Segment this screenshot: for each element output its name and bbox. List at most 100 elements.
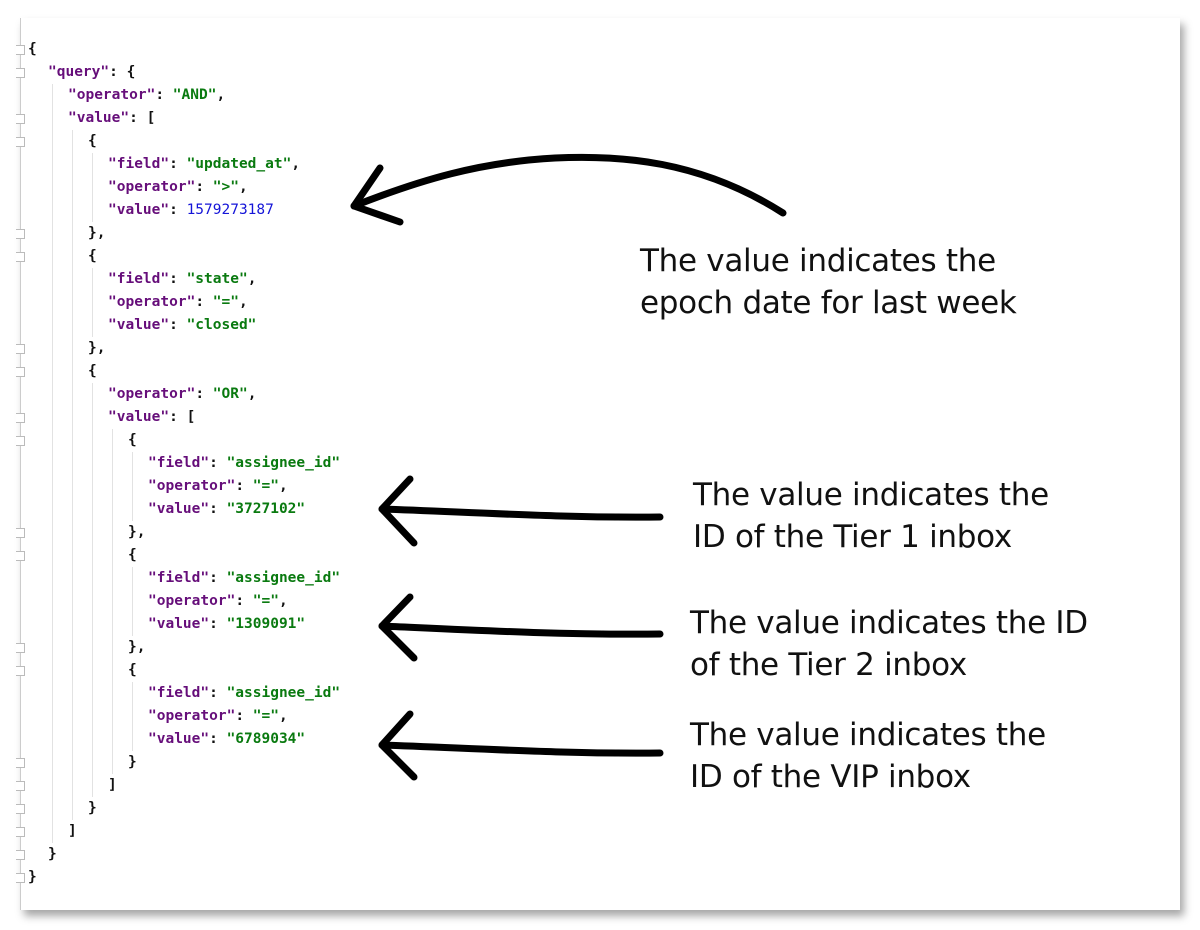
code-line: "query": { xyxy=(48,61,135,84)
code-line: }, xyxy=(88,337,105,360)
json-punctuation: }, xyxy=(128,524,146,540)
json-value: "OR" xyxy=(212,386,248,402)
json-key: "field" xyxy=(148,685,210,701)
json-key: "value" xyxy=(108,409,170,425)
fold-marker-icon[interactable] xyxy=(16,804,25,814)
json-punctuation: : xyxy=(209,685,227,701)
fold-marker-icon[interactable] xyxy=(16,344,25,354)
fold-marker-icon[interactable] xyxy=(16,229,25,239)
code-line: "operator": "=", xyxy=(148,590,288,613)
indent-guide xyxy=(132,682,133,751)
json-key: "field" xyxy=(108,271,170,287)
json-punctuation: ] xyxy=(68,823,77,839)
fold-marker-icon[interactable] xyxy=(16,413,25,423)
json-punctuation: : xyxy=(235,708,253,724)
indent-guide xyxy=(132,452,133,521)
json-punctuation: { xyxy=(88,133,97,149)
json-key: "value" xyxy=(68,110,130,126)
code-line: "value": "6789034" xyxy=(148,728,305,751)
json-key: "operator" xyxy=(108,179,196,195)
indent-guide xyxy=(52,84,53,843)
code-line: "operator": ">", xyxy=(108,176,248,199)
editor-gutter xyxy=(20,18,21,910)
code-line: "value": [ xyxy=(68,107,155,130)
code-line: "field": "assignee_id" xyxy=(148,567,340,590)
fold-marker-icon[interactable] xyxy=(16,873,25,883)
fold-marker-icon[interactable] xyxy=(16,114,25,124)
json-value: "1309091" xyxy=(226,616,306,632)
fold-marker-icon[interactable] xyxy=(16,252,25,262)
code-line: } xyxy=(48,843,57,866)
json-punctuation: { xyxy=(128,662,137,678)
json-punctuation: : { xyxy=(109,64,136,80)
annotation-line: ID of the VIP inbox xyxy=(690,759,971,795)
json-punctuation: , xyxy=(278,708,288,724)
fold-marker-icon[interactable] xyxy=(16,367,25,377)
json-punctuation: { xyxy=(128,432,137,448)
json-value: "=" xyxy=(252,708,279,724)
fold-marker-icon[interactable] xyxy=(16,436,25,446)
json-value: "updated_at" xyxy=(186,156,292,172)
fold-marker-icon[interactable] xyxy=(16,528,25,538)
json-punctuation: { xyxy=(88,363,97,379)
code-line: { xyxy=(28,38,37,61)
code-line: } xyxy=(88,797,97,820)
json-value: "state" xyxy=(186,271,248,287)
json-key: "value" xyxy=(148,616,210,632)
json-punctuation: : xyxy=(209,455,227,471)
arrow-vip-icon xyxy=(378,710,664,781)
annotation-line: The value indicates the ID xyxy=(690,605,1088,641)
json-punctuation: , xyxy=(291,156,301,172)
json-key: "value" xyxy=(148,501,210,517)
code-line: "value": [ xyxy=(108,406,195,429)
fold-marker-icon[interactable] xyxy=(16,758,25,768)
code-line: }, xyxy=(88,222,105,245)
json-punctuation: : xyxy=(169,317,187,333)
json-key: "operator" xyxy=(148,708,236,724)
json-key: "field" xyxy=(148,570,210,586)
fold-marker-icon[interactable] xyxy=(16,45,25,55)
annotation-line: The value indicates the xyxy=(640,243,996,279)
json-punctuation: : xyxy=(155,87,173,103)
annotation-line: The value indicates the xyxy=(690,717,1046,753)
indent-guide xyxy=(92,268,93,337)
json-value: ">" xyxy=(212,179,239,195)
json-punctuation: } xyxy=(128,754,137,770)
json-value: "closed" xyxy=(186,317,257,333)
fold-marker-icon[interactable] xyxy=(16,850,25,860)
code-line: "field": "state", xyxy=(108,268,256,291)
json-punctuation: ] xyxy=(108,777,117,793)
json-punctuation: } xyxy=(88,800,97,816)
fold-marker-icon[interactable] xyxy=(16,68,25,78)
code-line: { xyxy=(128,659,137,682)
json-value: "assignee_id" xyxy=(226,455,341,471)
annotation-tier2: The value indicates the ID of the Tier 2… xyxy=(690,602,1088,686)
json-punctuation: , xyxy=(238,179,248,195)
fold-marker-icon[interactable] xyxy=(16,666,25,676)
fold-marker-icon[interactable] xyxy=(16,781,25,791)
fold-marker-icon[interactable] xyxy=(16,137,25,147)
json-punctuation: : xyxy=(195,179,213,195)
code-line: "operator": "OR", xyxy=(108,383,256,406)
code-line: "operator": "AND", xyxy=(68,84,225,107)
annotation-vip: The value indicates the ID of the VIP in… xyxy=(690,714,1046,798)
code-line: "field": "assignee_id" xyxy=(148,682,340,705)
json-punctuation: { xyxy=(128,547,137,563)
json-key: "operator" xyxy=(148,593,236,609)
code-line: "value": "1309091" xyxy=(148,613,305,636)
json-punctuation: : xyxy=(209,501,227,517)
json-punctuation: : xyxy=(195,294,213,310)
json-punctuation: } xyxy=(48,846,57,862)
fold-marker-icon[interactable] xyxy=(16,827,25,837)
json-punctuation: { xyxy=(88,248,97,264)
json-value: "=" xyxy=(252,478,279,494)
fold-marker-icon[interactable] xyxy=(16,551,25,561)
json-value: "AND" xyxy=(172,87,217,103)
annotation-line: of the Tier 2 inbox xyxy=(690,647,967,683)
json-value: "3727102" xyxy=(226,501,306,517)
json-value: "=" xyxy=(252,593,279,609)
fold-marker-icon[interactable] xyxy=(16,643,25,653)
json-key: "field" xyxy=(108,156,170,172)
code-line: "operator": "=", xyxy=(148,705,288,728)
